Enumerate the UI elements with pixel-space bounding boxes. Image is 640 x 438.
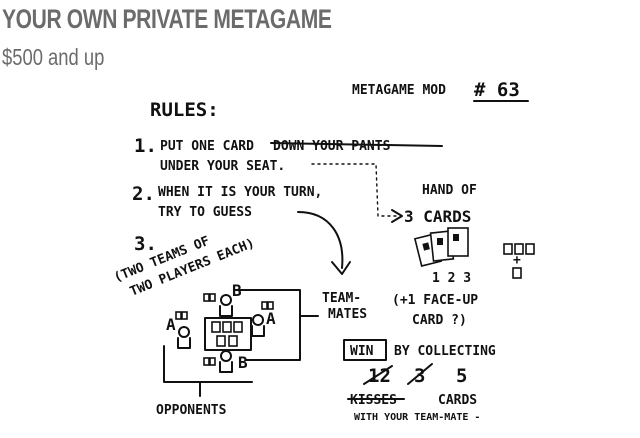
faceup-line2: CARD ?) [412,313,467,328]
opponents-label: OPPONENTS [156,403,227,418]
rules-heading: RULES: [150,99,219,121]
win-box [343,339,387,361]
win-word: WIN [350,344,374,359]
card-numbers: 1 2 3 [432,271,471,286]
with-teammate: WITH YOUR TEAM-MATE - [354,412,480,423]
rule1-strikethrough [270,142,443,147]
guess-arrow [297,211,344,269]
player-a-right: A [266,309,276,328]
three-cards-label: 3 CARDS [404,207,471,226]
page-title: YOUR OWN PRIVATE METAGAME [2,4,332,34]
rule1-number: 1. [134,135,157,157]
rule3-number: 3. [134,233,157,255]
table-diagram [163,289,319,397]
team-mates-line2: MATES [328,307,367,322]
mod-number: # 63 [474,79,520,101]
faceup-line1: (+1 FACE-UP [392,293,478,308]
by-collecting: BY COLLECTING [394,344,496,359]
player-b-top: B [232,281,242,300]
price-subtitle: $500 and up [2,44,105,70]
player-a-left: A [166,315,176,334]
player-b-bottom: B [238,353,248,372]
mod-label: METAGAME MOD [352,83,446,98]
count-struck-3: 3 [414,365,425,387]
rule2-line2: TRY TO GUESS [158,205,252,220]
rule1-line2: UNDER YOUR SEAT. [160,159,285,174]
plus-sign: + [513,253,521,268]
team-mates-line1: TEAM- [322,291,361,306]
rule1-struck-text: DOWN YOUR PANTS [273,139,391,154]
rule2-line1: WHEN IT IS YOUR TURN, [158,185,322,200]
cards-word: CARDS [438,393,477,408]
hand-card-icons [413,227,469,267]
rule1-line1: PUT ONE CARD [160,139,254,154]
mini-cards-icon [503,243,535,279]
dotted-arrow [311,163,397,217]
count-final-5: 5 [456,365,467,387]
rule2-number: 2. [132,183,155,205]
hand-of-label: HAND OF [422,183,477,198]
kisses-struck: KISSES [350,393,397,408]
